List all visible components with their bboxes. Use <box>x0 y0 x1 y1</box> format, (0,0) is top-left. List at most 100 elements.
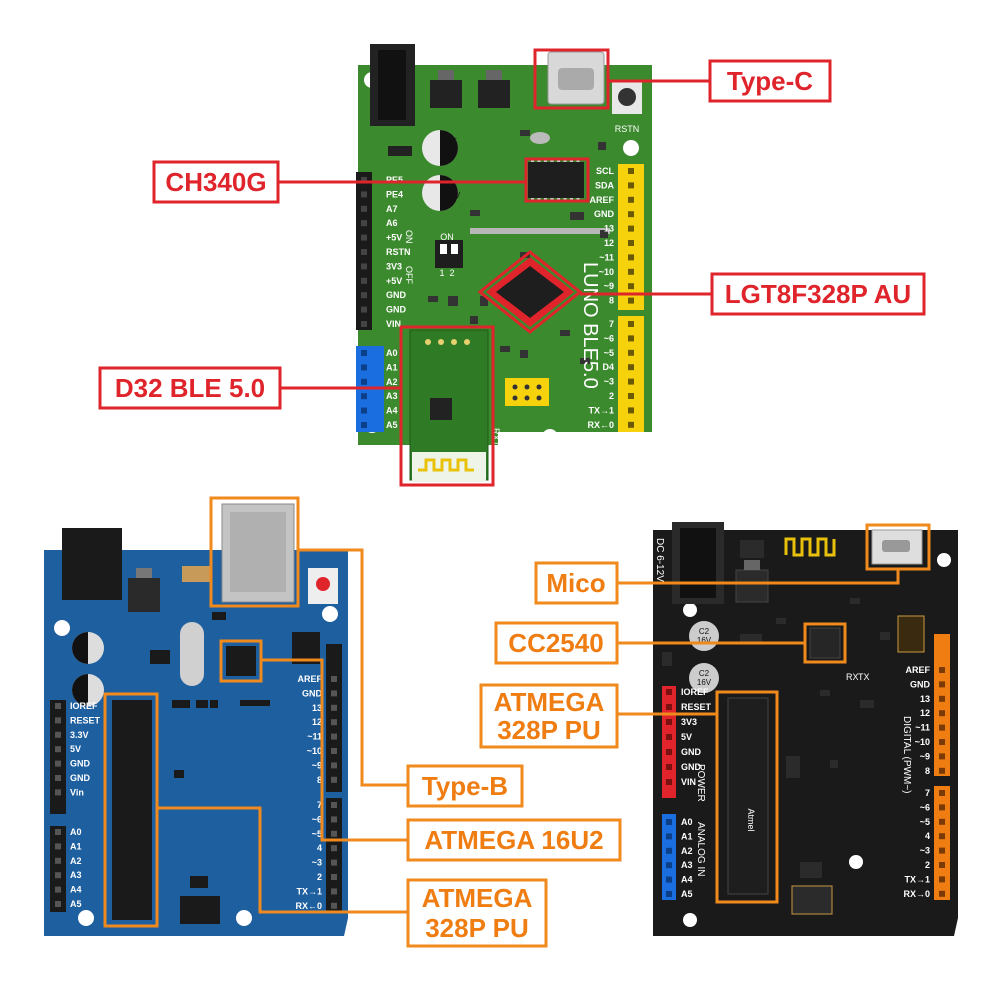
header-pin <box>331 690 337 697</box>
svg-text:25V: 25V <box>446 191 461 200</box>
svg-text:328P PU: 328P PU <box>425 913 529 943</box>
type-c-callout <box>708 59 832 103</box>
header-pin <box>55 857 61 864</box>
regulator <box>430 80 462 108</box>
pin-label: 12 <box>920 708 930 718</box>
dip-switch[interactable] <box>435 240 463 268</box>
smd-component <box>212 612 226 620</box>
smd-component <box>470 210 480 216</box>
pin-label: 5V <box>681 732 692 742</box>
header-pin <box>666 833 672 840</box>
atmega328-black-highlight <box>715 690 779 904</box>
header-pin <box>331 902 337 909</box>
pin-label: A3 <box>681 860 693 870</box>
header-pin <box>361 205 367 212</box>
svg-text:ANALOG IN: ANALOG IN <box>695 822 706 876</box>
pin-label: GND <box>681 762 702 772</box>
header-pin <box>628 283 634 290</box>
pin-label: AREF <box>906 665 931 675</box>
pin-label: A2 <box>681 846 693 856</box>
ch340g-callout <box>152 160 280 204</box>
analog-header <box>662 814 676 900</box>
d32-label: D32 BLE 5.0 <box>115 373 265 403</box>
header-pin <box>628 321 634 327</box>
lgt-highlight <box>477 250 583 334</box>
regulator <box>478 80 510 108</box>
pin-label: 7 <box>925 788 930 798</box>
pin-label: RX←0 <box>587 420 614 430</box>
pin-label: ~5 <box>604 348 614 358</box>
smd-component <box>448 296 458 306</box>
header-pin <box>628 393 634 399</box>
ch340g-highlight <box>524 157 590 203</box>
header-pin <box>331 733 337 740</box>
header-pin <box>939 818 945 825</box>
pin-label: A5 <box>386 420 398 430</box>
header-pin <box>361 364 367 371</box>
header-pin <box>939 739 945 745</box>
svg-text:328P PU: 328P PU <box>497 715 601 745</box>
header-pin <box>361 422 367 428</box>
pin-label: SDA <box>595 180 615 190</box>
pin-label: 2 <box>925 860 930 870</box>
on-label: ON <box>440 232 454 242</box>
smd-component <box>880 632 890 640</box>
smd-component <box>210 700 218 708</box>
header-pin <box>666 876 672 883</box>
lgt-callout <box>710 272 926 316</box>
header-pin <box>939 710 945 717</box>
header-pin <box>628 211 634 218</box>
digital-header-top <box>934 634 950 776</box>
pin-label: 3V3 <box>681 717 697 727</box>
mount-hole <box>542 429 558 445</box>
svg-text:C2: C2 <box>699 669 710 678</box>
mico-callout <box>534 561 619 605</box>
header-pin <box>628 225 634 232</box>
pin-label: A1 <box>70 841 82 851</box>
header-pin <box>939 876 945 883</box>
black-callouts: Mico CC2540 ATMEGA 328P PU <box>479 523 931 904</box>
header-pin <box>361 277 367 284</box>
pin-label: SCL <box>596 166 615 176</box>
pin-label: ~5 <box>312 829 322 839</box>
pin-label: AREF <box>298 674 323 684</box>
pin-label: ~5 <box>920 817 930 827</box>
smd-component <box>800 862 822 878</box>
smd-component <box>520 350 528 358</box>
header-pin <box>331 719 337 726</box>
smd-component <box>428 296 438 302</box>
lgt-label: LGT8F328P AU <box>725 279 911 309</box>
digital-header-bottom <box>326 798 342 912</box>
smd-component <box>172 700 190 708</box>
header-pin <box>331 762 337 769</box>
header-pin <box>361 292 367 299</box>
pin-label: GND <box>681 747 702 757</box>
digital-header-top <box>326 644 342 792</box>
header-pin <box>361 220 367 227</box>
pin-label: Vin <box>70 787 84 797</box>
pin-label: IOREF <box>681 687 709 697</box>
header-pin <box>939 767 945 774</box>
pin-label: 2 <box>317 872 322 882</box>
mount-hole <box>623 140 639 156</box>
pin-label: ~3 <box>920 846 930 856</box>
icsp-header <box>897 615 925 653</box>
svg-text:UT: UT <box>446 137 457 146</box>
header-pin <box>628 335 634 342</box>
crystal <box>180 622 204 686</box>
header-pin <box>331 676 337 682</box>
smd-component <box>662 652 672 666</box>
header-pin <box>55 843 61 850</box>
pin-label: A1 <box>681 831 693 841</box>
smd-component <box>174 770 184 778</box>
pin-label: A6 <box>386 218 398 228</box>
cc2540-chip <box>809 627 841 659</box>
atmega328p-chip <box>112 700 152 920</box>
smd-component <box>520 130 530 136</box>
pin-label: VIN <box>681 777 696 787</box>
header-pin <box>55 901 61 907</box>
header-pin <box>361 321 367 327</box>
header-pin <box>666 862 672 869</box>
pin-label: 4 <box>317 843 322 853</box>
header-pin <box>628 182 634 189</box>
